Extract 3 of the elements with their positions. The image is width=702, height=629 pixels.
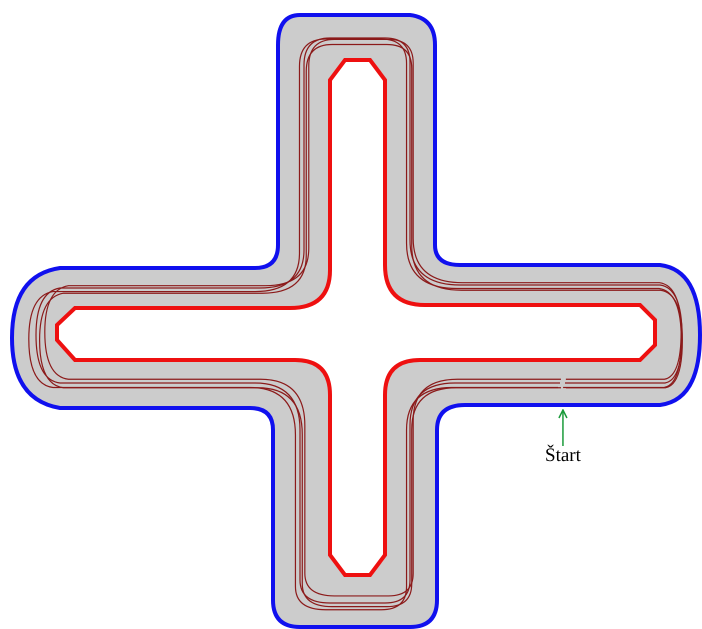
track-drawing — [10, 13, 702, 629]
arrow — [558, 409, 568, 446]
start-label: Štart — [545, 445, 581, 467]
